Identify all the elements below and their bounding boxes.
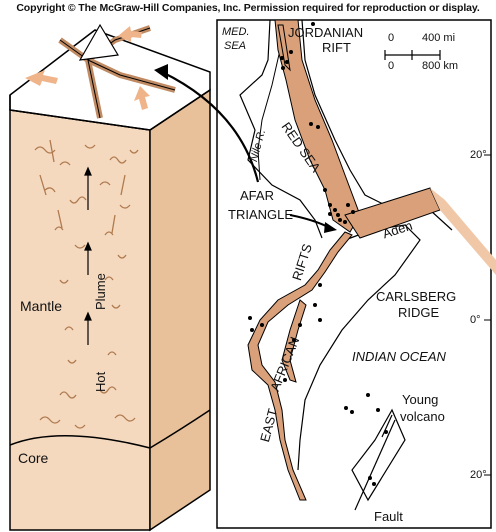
latitude-20s: 20° <box>470 469 487 481</box>
scale-bottom-zero: 0 <box>388 60 395 72</box>
afar-label: AFAR <box>240 188 274 203</box>
fault-label: Fault <box>374 509 403 524</box>
triangle-label: TRIANGLE <box>228 207 294 222</box>
plume-label: Plume <box>93 273 108 310</box>
latitude-0: 0° <box>470 314 481 326</box>
plume-texture <box>34 139 139 429</box>
volcano-label: volcano <box>400 409 445 424</box>
med-sea-label-2: SEA <box>224 40 247 52</box>
hot-label: Hot <box>93 371 108 392</box>
med-sea-label-1: MED. <box>222 26 250 38</box>
ridge-label: RIDGE <box>398 305 440 320</box>
mantle-label: Mantle <box>20 298 63 314</box>
crust-top <box>9 23 211 131</box>
core-label: Core <box>18 450 49 466</box>
scale-top-zero: 0 <box>388 32 395 44</box>
latitude-20n: 20° <box>470 149 487 161</box>
connector-arrow <box>154 64 260 183</box>
indian-ocean-label: INDIAN OCEAN <box>352 349 446 364</box>
rift-label: RIFT <box>322 40 351 55</box>
carlsberg-label: CARLSBERG <box>376 289 457 304</box>
spreading-arrows <box>25 26 150 110</box>
scale-top-value: 400 mi <box>422 32 456 44</box>
young-label: Young <box>402 392 439 407</box>
copyright-notice: Copyright © The McGraw-Hill Companies, I… <box>16 2 480 14</box>
map-panel <box>216 19 496 529</box>
scale-bottom-value: 800 km <box>422 60 459 72</box>
plume-arrows <box>84 166 92 345</box>
jordanian-label: JORDANIAN <box>288 25 364 40</box>
